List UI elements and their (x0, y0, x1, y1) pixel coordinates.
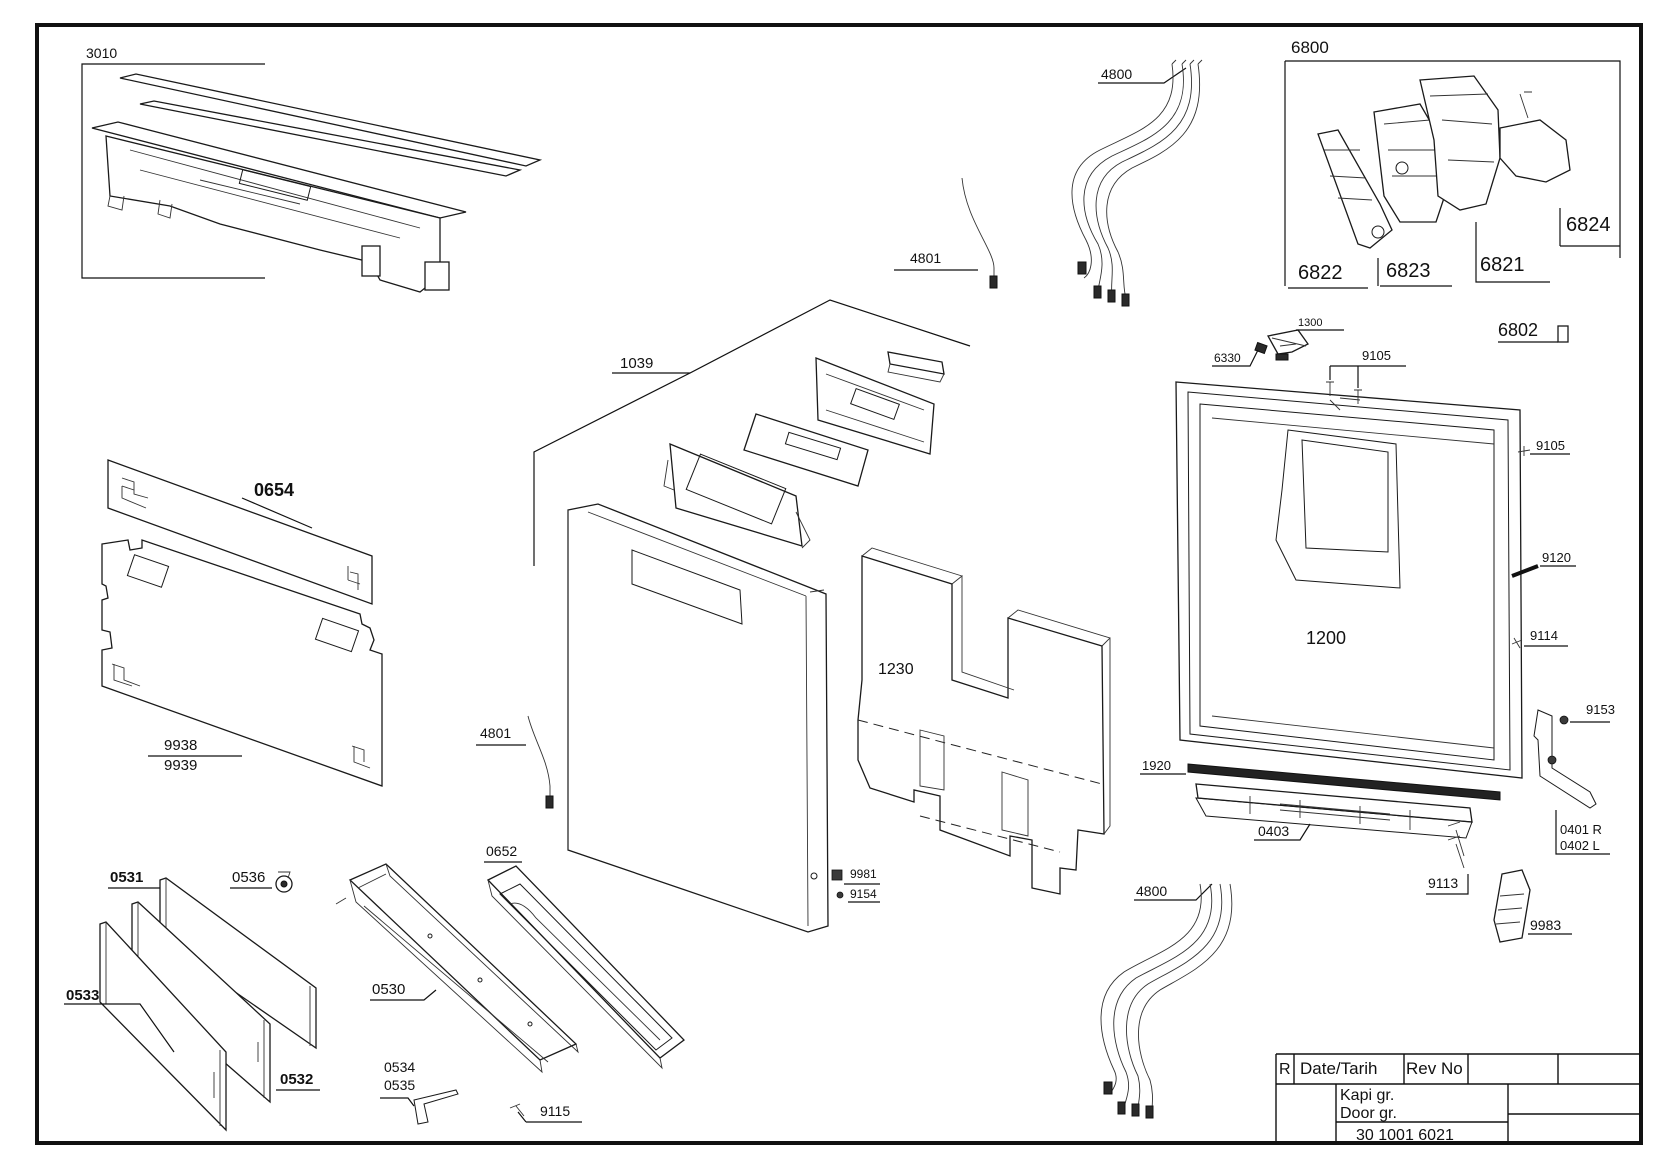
part-9115-screw (509, 1103, 525, 1117)
part-0530-bracket (348, 863, 579, 1074)
label-9983: 9983 (1530, 917, 1561, 933)
label-1039: 1039 (620, 355, 653, 372)
label-9939: 9939 (164, 757, 197, 774)
title-block-title-en: Door gr. (1340, 1105, 1397, 1122)
part-0533-plinth (99, 921, 227, 1132)
part-6800-dispenser-group (1284, 60, 1621, 286)
label-0402: 0402 L (1560, 838, 1600, 853)
part-0654-insulation-panel (107, 459, 373, 605)
part-4800-wiring-harness-bottom (1100, 883, 1233, 1119)
part-9120-pin (1511, 564, 1539, 578)
part-0534-0535-hook (413, 1089, 459, 1125)
part-4800-wiring-harness-top (1071, 59, 1203, 307)
label-9115: 9115 (540, 1103, 570, 1119)
part-9154 (836, 891, 844, 899)
part-9105-screw-right (1517, 446, 1531, 456)
drawing-frame (35, 23, 1643, 1145)
label-9153: 9153 (1586, 702, 1615, 717)
label-3010: 3010 (86, 45, 117, 61)
label-9105-right: 9105 (1536, 438, 1565, 453)
label-9938: 9938 (164, 737, 197, 754)
label-0401: 0401 R (1560, 822, 1602, 837)
label-9105-top: 9105 (1362, 348, 1391, 363)
label-0534: 0534 (384, 1059, 415, 1075)
label-0531: 0531 (110, 869, 143, 886)
part-1230-insulation (857, 547, 1111, 895)
label-6330: 6330 (1214, 351, 1241, 365)
part-1920-gasket (1187, 763, 1501, 801)
part-9113-screws (1447, 821, 1465, 869)
label-1230: 1230 (878, 661, 914, 678)
title-block-col-r: R (1279, 1061, 1291, 1078)
label-4800-top: 4800 (1101, 66, 1132, 82)
part-9114 (1511, 637, 1523, 649)
label-6802: 6802 (1498, 320, 1538, 340)
label-6823: 6823 (1386, 260, 1431, 282)
label-9981: 9981 (850, 867, 877, 881)
label-0535: 0535 (384, 1077, 415, 1093)
part-6802 (1557, 325, 1569, 343)
part-9983-clip (1493, 869, 1531, 943)
label-6800: 6800 (1291, 38, 1329, 57)
label-0403: 0403 (1258, 823, 1289, 839)
part-1300-latch (1254, 329, 1309, 361)
label-1920: 1920 (1142, 758, 1171, 773)
label-9120: 9120 (1542, 550, 1571, 565)
label-1200: 1200 (1306, 628, 1346, 648)
part-0401-0402-hinge-bracket (1533, 709, 1597, 809)
part-0403-bottom-rail (1195, 783, 1473, 839)
label-9113: 9113 (1428, 875, 1458, 891)
part-0652-handle (486, 865, 685, 1070)
title-block-drawing-no: 30 1001 6021 (1356, 1127, 1454, 1144)
title-block-title-tr: Kapi gr. (1340, 1087, 1394, 1104)
label-6822: 6822 (1298, 262, 1343, 284)
part-4801-wire-mid (527, 715, 554, 809)
label-6824: 6824 (1566, 214, 1611, 236)
label-0532: 0532 (280, 1071, 313, 1088)
title-block-col-date: Date/Tarih (1300, 1059, 1377, 1078)
label-0533: 0533 (66, 987, 99, 1004)
part-4801-wire-top (961, 177, 998, 289)
part-door-panel (567, 503, 829, 933)
part-0536-knob (275, 871, 293, 893)
part-3010-control-panel (81, 63, 543, 293)
part-9981 (831, 869, 843, 881)
label-9114: 9114 (1530, 628, 1558, 643)
part-9938-9939-panel (101, 539, 383, 787)
title-block-col-rev: Rev No (1406, 1059, 1463, 1078)
label-0654: 0654 (254, 480, 294, 500)
label-9154: 9154 (850, 887, 877, 901)
title-block (1275, 1053, 1641, 1143)
label-0530: 0530 (372, 981, 405, 998)
label-4800-bottom: 4800 (1136, 883, 1167, 899)
label-4801-mid: 4801 (480, 725, 511, 741)
label-1300: 1300 (1298, 317, 1322, 329)
label-0536: 0536 (232, 869, 265, 886)
label-6821: 6821 (1480, 254, 1525, 276)
label-0652: 0652 (486, 843, 517, 859)
part-1039-control-unit (663, 351, 945, 549)
label-4801-top: 4801 (910, 250, 941, 266)
part-1200-inner-door (1175, 381, 1523, 779)
